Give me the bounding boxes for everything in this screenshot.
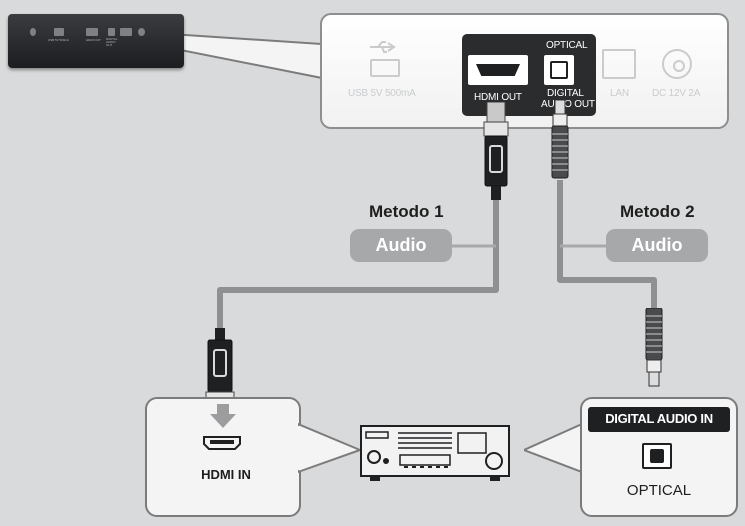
method-1-audio-pill: Audio [350,229,452,262]
player-usb-text: USB 5V 500mA [48,38,70,42]
optical-label: OPTICAL [546,40,588,51]
dc-label: DC 12V 2A [652,88,701,99]
digital-audio-out-label-2: AUDIO OUT [541,99,595,110]
down-arrow-icon [210,404,236,428]
player-power-port [30,28,36,36]
hdmi-in-label: HDMI IN [201,467,251,482]
hdmi-out-label: HDMI OUT [474,92,522,103]
method-1-title: Metodo 1 [369,202,444,221]
hdmi-cable [217,200,499,330]
usb-port [370,59,400,77]
blu-ray-player: USB 5V 500mA HDMI OUT DIGITAL AUDIO OUT [8,14,184,68]
optical-cable [557,180,657,310]
back-panel: USB 5V 500mA OPTICAL HDMI OUT DIGITAL AU… [320,13,729,129]
optical-plug-top [551,100,569,179]
player-optical-port [108,28,115,36]
usb-label: USB 5V 500mA [348,88,416,99]
player-usb-port [54,28,64,36]
player-dc-port [138,28,145,36]
player-hdmi-port [86,28,98,36]
method-2-title: Metodo 2 [620,202,695,221]
player-lan-port [120,28,132,36]
digital-audio-in-header [588,407,730,432]
hdmi-out-port [468,55,528,85]
optical-out-port [544,55,574,85]
left-callout-pointer [298,422,363,474]
hdmi-plug-top [483,102,509,200]
method-2-audio-pill: Audio [606,229,708,262]
optical-plug-bottom [645,308,663,387]
lan-port [602,49,636,79]
optical-in-port [642,443,672,469]
usb-icon [370,41,396,53]
player-hdmi-text: HDMI OUT [86,38,101,42]
player-optical-text: DIGITAL AUDIO OUT [106,37,118,47]
digital-audio-in-label: DIGITAL AUDIO IN [605,411,713,426]
dc-port [662,49,692,79]
av-receiver-icon [360,425,510,481]
digital-audio-out-label-1: DIGITAL [547,88,584,99]
optical-in-label: OPTICAL [626,482,692,499]
lan-label: LAN [610,88,629,99]
hdmi-in-port-icon [203,436,241,450]
right-callout-pointer [524,422,584,474]
